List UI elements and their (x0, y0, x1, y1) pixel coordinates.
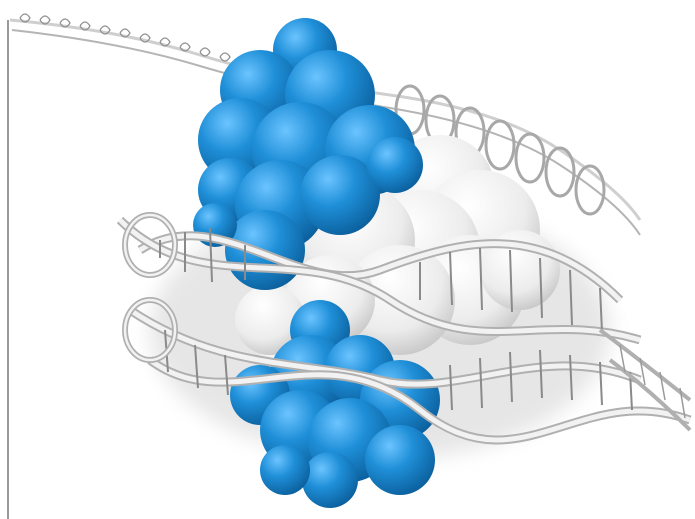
dna-helix-front (116, 212, 692, 445)
blue-protein-top (193, 18, 423, 290)
dna-helix-tail (598, 328, 692, 432)
left-border-line (7, 20, 9, 519)
